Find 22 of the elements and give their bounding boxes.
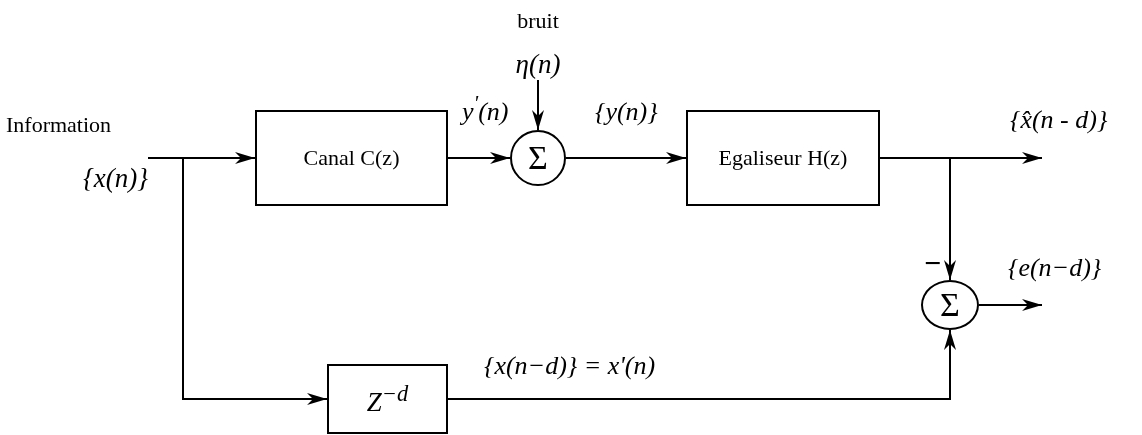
- signal-label: η(n): [515, 49, 561, 80]
- input-label: Information: [6, 112, 112, 138]
- delay-box: Z$^{−d}$: [327, 364, 448, 434]
- signal-label: {x̂(n - d)}: [1010, 106, 1108, 135]
- minus-sign: −: [924, 248, 942, 278]
- arrow: [532, 79, 544, 131]
- summing-junction: Σ: [921, 280, 979, 330]
- arrow: [447, 152, 511, 164]
- arrow: [978, 299, 1043, 311]
- noise-label: bruit: [517, 8, 559, 34]
- signal-label: {x(n−d)} = x'(n): [484, 352, 656, 381]
- summing-junction: Σ: [510, 130, 566, 186]
- arrow: [565, 152, 687, 164]
- process-box: Canal C(z): [255, 110, 448, 206]
- signal-label: {x(n)}: [82, 163, 148, 194]
- process-box: Egaliseur H(z): [686, 110, 880, 206]
- arrow: [147, 157, 328, 405]
- signal-label: {y(n)}: [595, 98, 658, 127]
- signal-label: {e(n−d)}: [1008, 254, 1102, 283]
- arrow: [879, 157, 956, 281]
- arrow: [447, 329, 956, 400]
- signal-label: y$^{'}$(n): [462, 92, 509, 127]
